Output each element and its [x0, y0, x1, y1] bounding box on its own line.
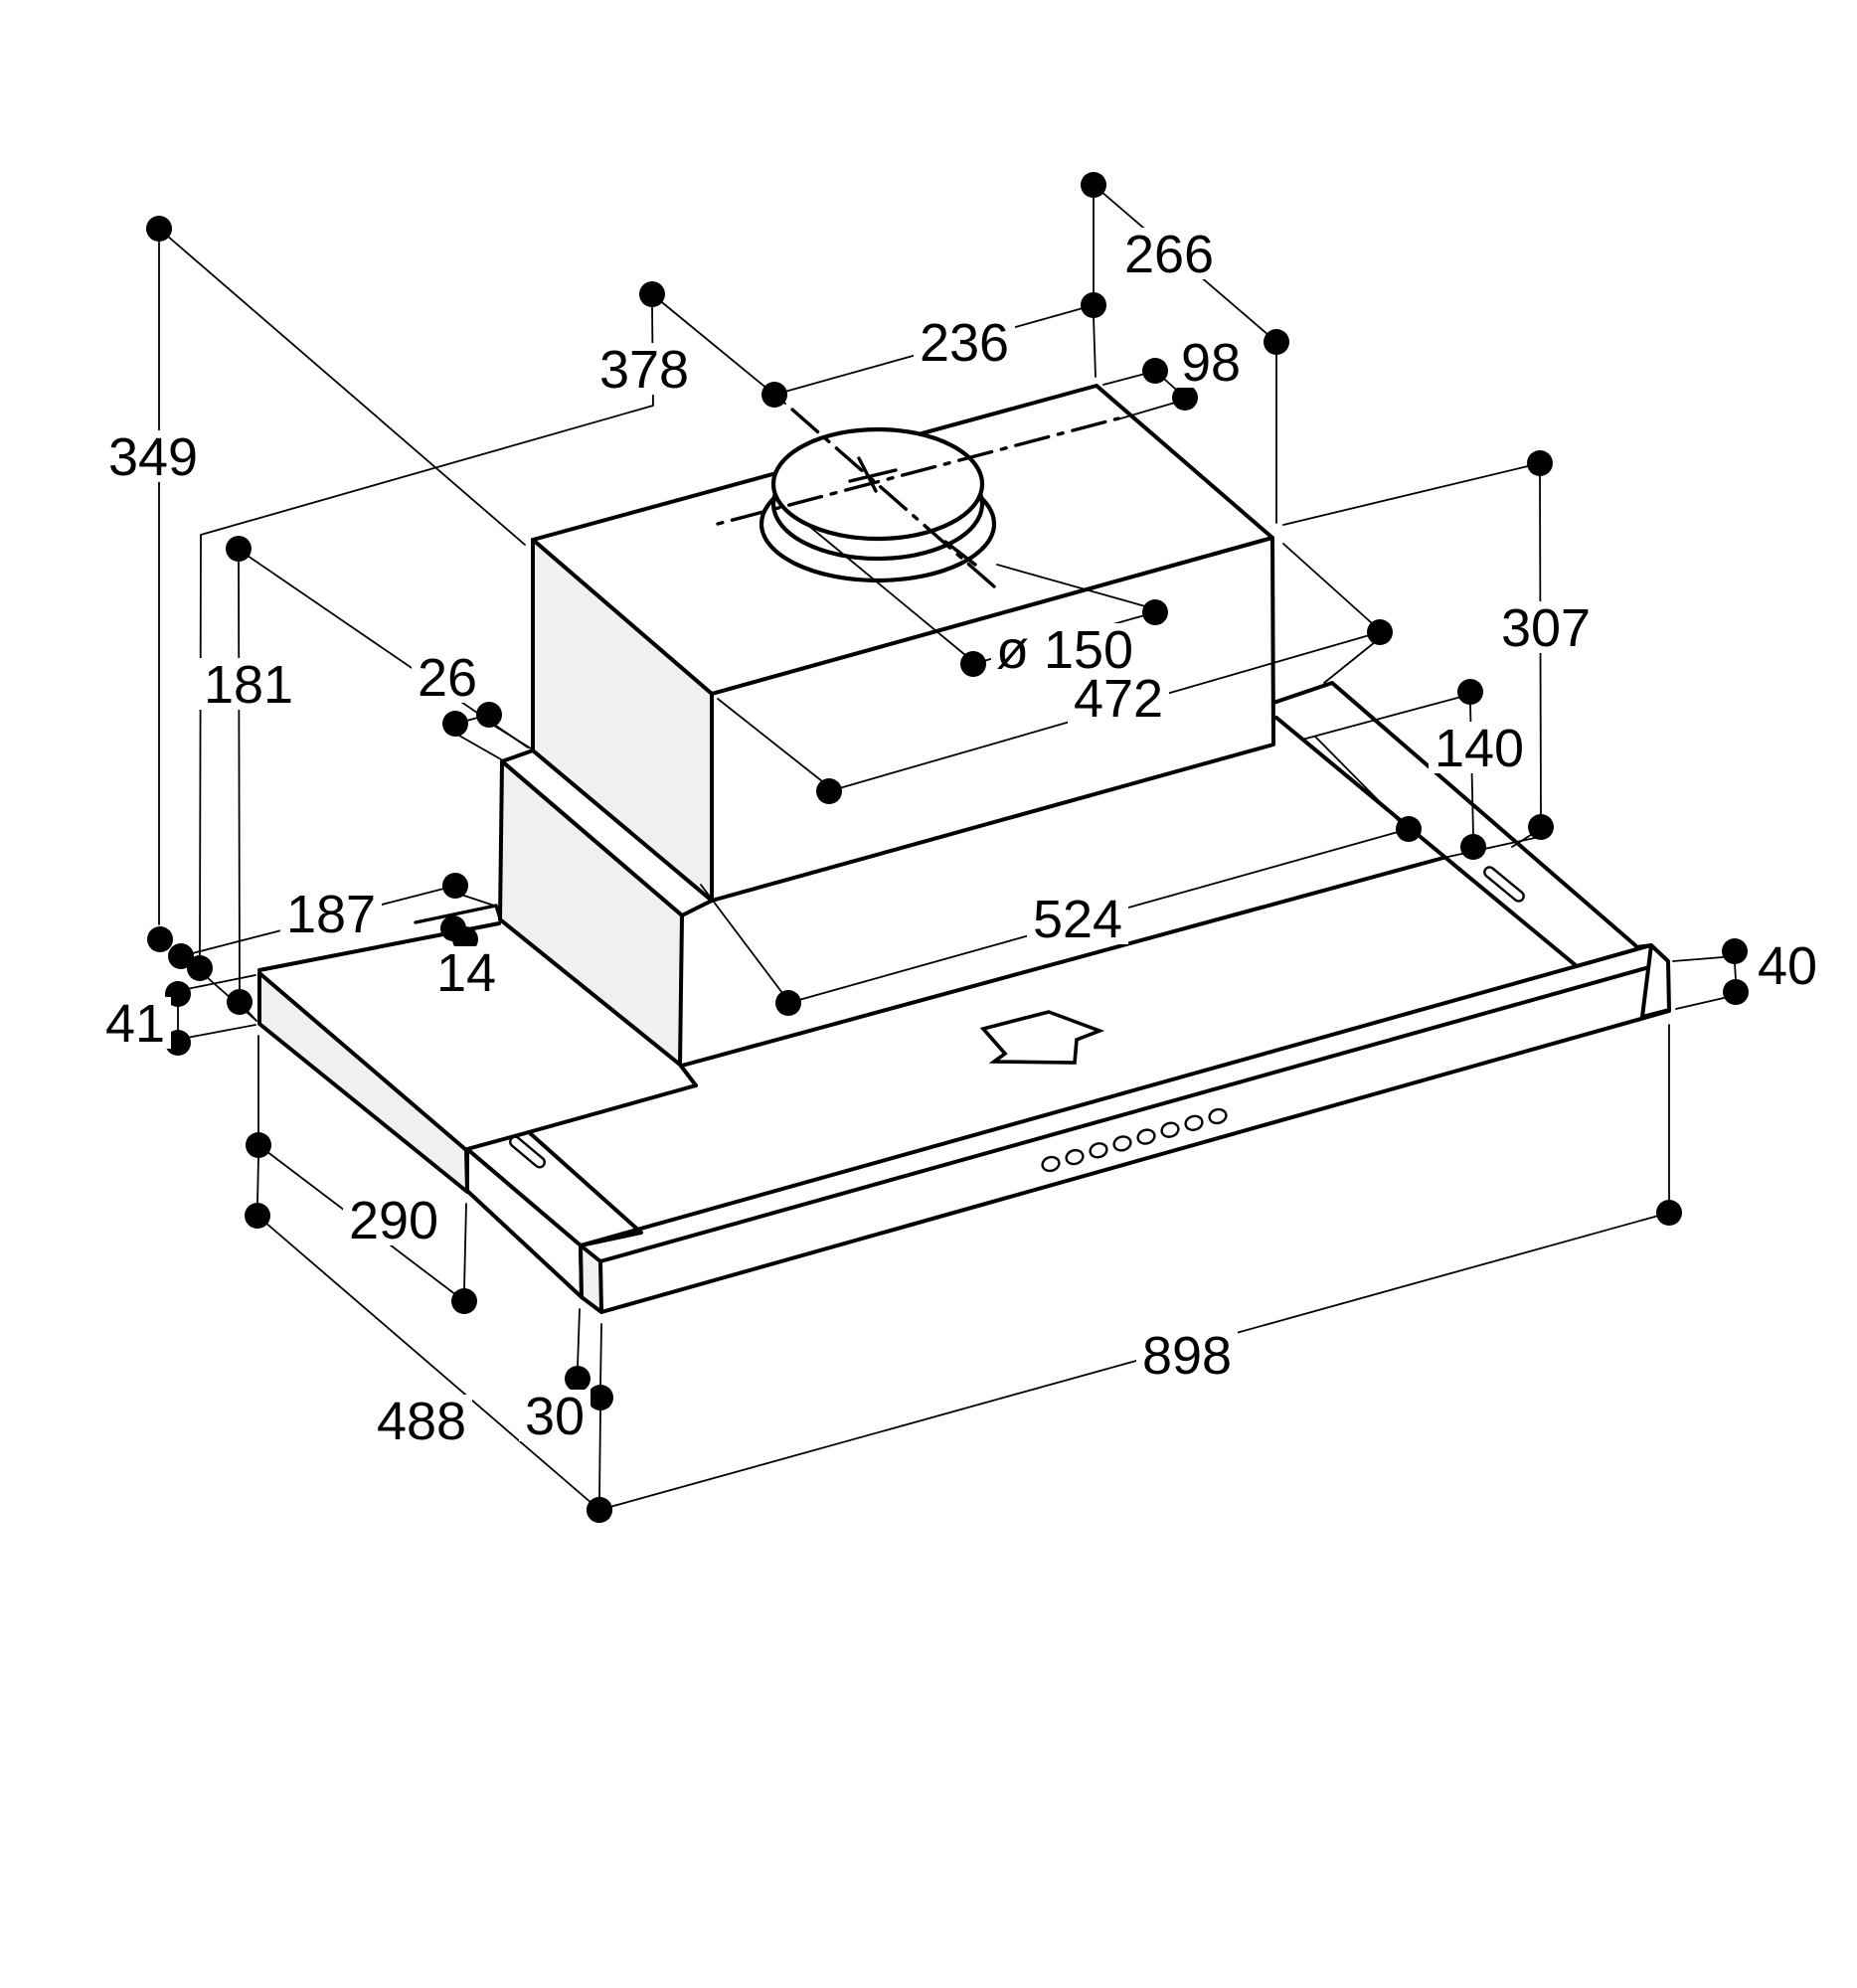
svg-text:472: 472: [1074, 669, 1163, 729]
svg-text:488: 488: [377, 1392, 466, 1451]
svg-text:349: 349: [108, 427, 198, 487]
svg-text:187: 187: [286, 885, 376, 944]
svg-text:524: 524: [1033, 890, 1122, 949]
svg-text:140: 140: [1435, 719, 1524, 778]
svg-text:378: 378: [599, 340, 689, 400]
svg-text:98: 98: [1181, 333, 1241, 393]
svg-text:307: 307: [1501, 598, 1591, 658]
svg-text:266: 266: [1124, 225, 1214, 284]
svg-text:41: 41: [105, 994, 165, 1054]
svg-text:236: 236: [920, 313, 1009, 373]
svg-text:26: 26: [418, 648, 477, 708]
svg-text:ø 150: ø 150: [996, 620, 1133, 680]
svg-text:14: 14: [436, 943, 496, 1003]
svg-text:290: 290: [349, 1191, 438, 1250]
svg-text:40: 40: [1758, 936, 1817, 996]
svg-text:181: 181: [204, 655, 293, 715]
svg-text:898: 898: [1142, 1326, 1232, 1386]
svg-text:30: 30: [525, 1387, 585, 1446]
